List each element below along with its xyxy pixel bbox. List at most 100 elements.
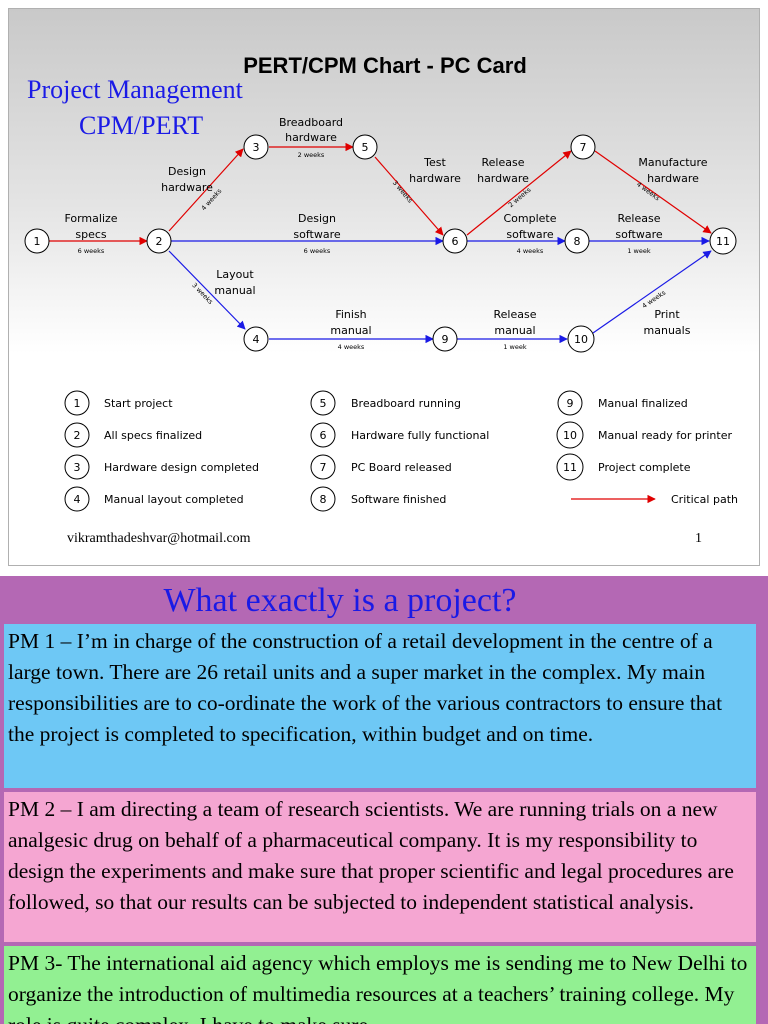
label-print-manuals-2: manuals <box>644 324 691 337</box>
label-design-sw-1: Design <box>298 212 336 225</box>
legend-item-3: 3 Hardware design completed <box>64 454 259 480</box>
subtitle-line-1: Project Management <box>27 75 243 104</box>
svg-text:PC Board released: PC Board released <box>351 461 452 474</box>
page-number: 1 <box>695 531 702 546</box>
label-test-hw-1: Test <box>423 156 446 169</box>
label-release-hw-2: hardware <box>477 172 529 185</box>
svg-text:4: 4 <box>253 333 260 346</box>
footer-email: vikramthadeshvar@hotmail.com <box>67 531 251 546</box>
legend-item-5: 5 Breadboard running <box>310 390 461 416</box>
node-6: 6 <box>442 228 468 254</box>
label-release-hw-1: Release <box>482 156 525 169</box>
svg-text:Hardware fully functional: Hardware fully functional <box>351 429 489 442</box>
label-formalize-1: Formalize <box>64 212 117 225</box>
legend-item-7: 7 PC Board released <box>310 454 452 480</box>
svg-text:Software finished: Software finished <box>351 493 446 506</box>
pert-slide: PERT/CPM Chart - PC Card Project Managem… <box>8 8 760 566</box>
label-manufacture-hw-2: hardware <box>647 172 699 185</box>
edge-5-6 <box>374 156 444 236</box>
svg-text:5: 5 <box>320 397 327 410</box>
node-8: 8 <box>564 228 590 254</box>
svg-text:7: 7 <box>580 141 587 154</box>
dur-breadboard: 2 weeks <box>298 151 325 159</box>
node-2: 2 <box>146 228 172 254</box>
subtitle-line-2: CPM/PERT <box>79 111 204 140</box>
label-breadboard-1: Breadboard <box>279 116 343 129</box>
node-9: 9 <box>432 326 458 352</box>
node-11: 11 <box>709 227 737 255</box>
svg-text:3: 3 <box>74 461 81 474</box>
svg-text:9: 9 <box>442 333 449 346</box>
svg-text:Manual ready for printer: Manual ready for printer <box>598 429 732 442</box>
label-design-hw-2: hardware <box>161 181 213 194</box>
legend-item-2: 2 All specs finalized <box>64 422 202 448</box>
dur-formalize: 6 weeks <box>78 247 105 255</box>
edge-2-4 <box>168 250 246 330</box>
dur-print-manuals: 4 weeks <box>641 288 668 310</box>
legend-critical-path: Critical path <box>571 493 738 506</box>
pert-network-diagram: Formalize specs 6 weeks Design hardware … <box>24 116 738 512</box>
dur-release-manual: 1 week <box>503 343 527 351</box>
svg-text:Project complete: Project complete <box>598 461 691 474</box>
svg-text:All specs finalized: All specs finalized <box>104 429 202 442</box>
dur-release-hw: 2 weeks <box>507 185 533 209</box>
slide-heading: What exactly is a project? <box>163 582 517 619</box>
pm2-text-box: PM 2 – I am directing a team of research… <box>4 792 756 942</box>
svg-text:8: 8 <box>320 493 327 506</box>
svg-text:Manual finalized: Manual finalized <box>598 397 688 410</box>
slide-title: PERT/CPM Chart - PC Card <box>243 53 527 78</box>
svg-text:7: 7 <box>320 461 327 474</box>
node-4: 4 <box>243 326 269 352</box>
svg-text:6: 6 <box>320 429 327 442</box>
legend-item-6: 6 Hardware fully functional <box>310 422 489 448</box>
svg-text:10: 10 <box>563 429 577 442</box>
node-7: 7 <box>570 134 596 160</box>
legend-item-10: 10 Manual ready for printer <box>556 421 732 449</box>
label-finish-manual-1: Finish <box>335 308 366 321</box>
label-release-manual-2: manual <box>494 324 535 337</box>
node-10: 10 <box>567 325 595 353</box>
svg-text:5: 5 <box>362 141 369 154</box>
svg-text:2: 2 <box>156 235 163 248</box>
svg-text:2: 2 <box>74 429 81 442</box>
svg-text:Breadboard running: Breadboard running <box>351 397 461 410</box>
svg-text:10: 10 <box>574 333 588 346</box>
label-formalize-2: specs <box>75 228 107 241</box>
dur-release-sw: 1 week <box>627 247 651 255</box>
label-breadboard-2: hardware <box>285 131 337 144</box>
label-complete-sw-2: software <box>506 228 553 241</box>
label-print-manuals-1: Print <box>654 308 680 321</box>
label-manufacture-hw-1: Manufacture <box>638 156 707 169</box>
pm3-text-box: PM 3- The international aid agency which… <box>4 946 756 1024</box>
label-complete-sw-1: Complete <box>503 212 556 225</box>
label-layout-manual-2: manual <box>214 284 255 297</box>
edge-6-7 <box>466 150 572 236</box>
svg-text:6: 6 <box>452 235 459 248</box>
edge-2-3 <box>168 148 244 232</box>
legend-item-8: 8 Software finished <box>310 486 446 512</box>
label-design-sw-2: software <box>293 228 340 241</box>
dur-complete-sw: 4 weeks <box>517 247 544 255</box>
svg-text:8: 8 <box>574 235 581 248</box>
edge-7-11 <box>594 150 712 234</box>
svg-text:3: 3 <box>253 141 260 154</box>
pm1-text-box: PM 1 – I’m in charge of the construction… <box>4 624 756 788</box>
svg-text:Hardware design completed: Hardware design completed <box>104 461 259 474</box>
label-release-sw-1: Release <box>618 212 661 225</box>
label-design-hw-1: Design <box>168 165 206 178</box>
node-5: 5 <box>352 134 378 160</box>
label-release-sw-2: software <box>615 228 662 241</box>
svg-text:1: 1 <box>34 235 41 248</box>
dur-finish-manual: 4 weeks <box>338 343 365 351</box>
label-release-manual-1: Release <box>494 308 537 321</box>
svg-text:Start project: Start project <box>104 397 173 410</box>
label-test-hw-2: hardware <box>409 172 461 185</box>
label-layout-manual-1: Layout <box>216 268 254 281</box>
svg-text:Critical path: Critical path <box>671 493 738 506</box>
node-3: 3 <box>243 134 269 160</box>
project-definition-slide: What exactly is a project? PM 1 – I’m in… <box>0 576 768 1024</box>
dur-design-sw: 6 weeks <box>304 247 331 255</box>
